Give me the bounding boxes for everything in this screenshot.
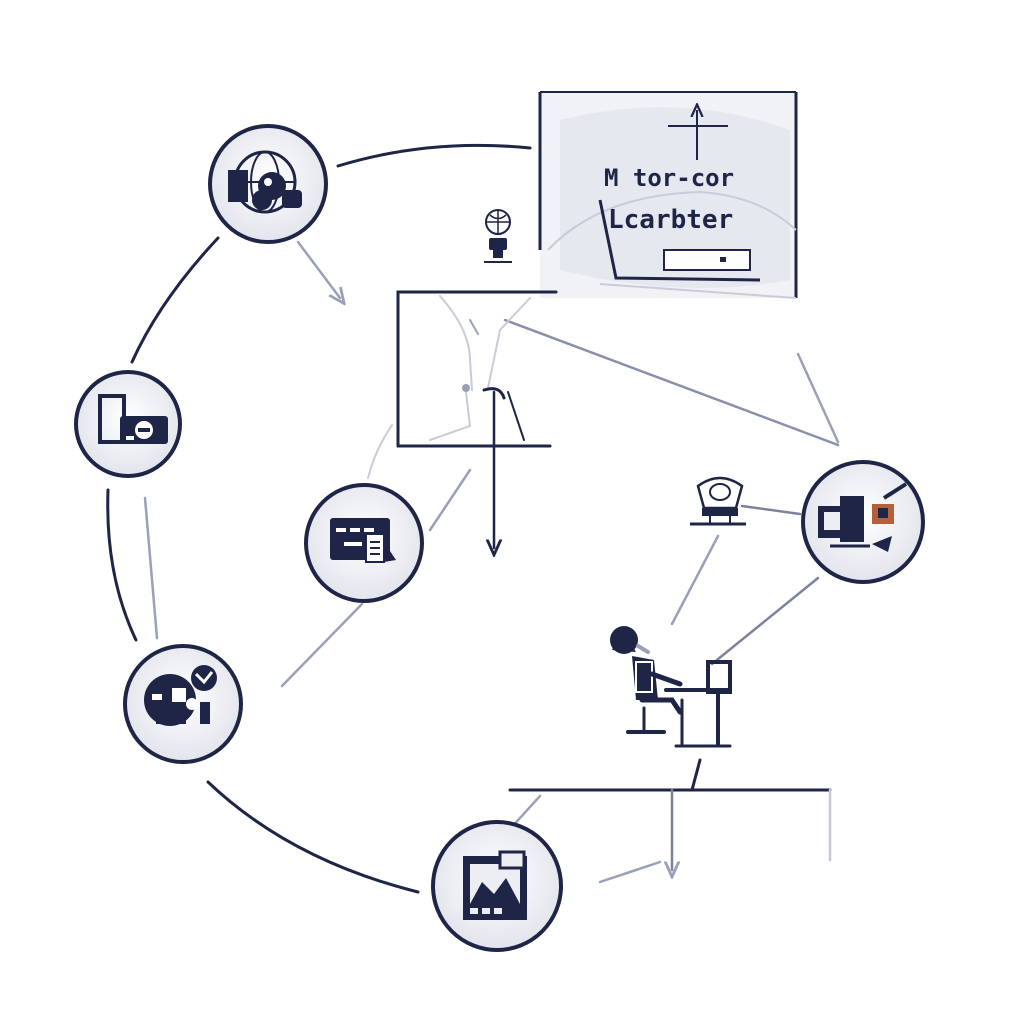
badge-icon [98, 394, 168, 444]
workstation-icon [818, 482, 908, 552]
arc-left [106, 488, 138, 642]
center-frame [367, 290, 558, 548]
node-document[interactable] [304, 483, 424, 603]
connector-camera-down [670, 534, 720, 626]
cycle-arcs [106, 143, 532, 894]
arc-bottom-left [206, 780, 420, 894]
image-icon [463, 850, 527, 920]
panel-line-2: Lcarbter [608, 205, 733, 235]
camera-icon [690, 476, 746, 526]
connector-panel-to-right [796, 352, 840, 444]
monitor-panel: M tor-cor Lcarbter [538, 91, 798, 299]
arc-top-left [130, 236, 220, 364]
connector-frame-to-right [503, 318, 840, 447]
person-at-desk-icon [610, 626, 732, 792]
node-badge[interactable] [74, 370, 182, 478]
robot-icon [484, 209, 512, 263]
connector-right-to-person [710, 576, 820, 666]
node-chat[interactable] [123, 644, 243, 764]
connectors [143, 240, 840, 884]
connector-top-node-to-frame [296, 240, 340, 298]
platform [508, 788, 832, 870]
panel-line-1: M tor-cor [604, 164, 734, 192]
connector-bottom-right [598, 860, 662, 884]
arc-top [336, 143, 532, 168]
connector-camera-to-right [740, 504, 802, 516]
connector-center-to-frame [428, 468, 472, 532]
chat-icon [144, 665, 217, 726]
node-image[interactable] [431, 820, 563, 952]
document-icon [330, 518, 396, 563]
node-globe[interactable] [208, 124, 328, 244]
connector-center-down [280, 602, 364, 688]
connector-left-inner [143, 496, 159, 640]
node-workstation[interactable] [801, 460, 925, 584]
globe-icon [228, 150, 302, 214]
